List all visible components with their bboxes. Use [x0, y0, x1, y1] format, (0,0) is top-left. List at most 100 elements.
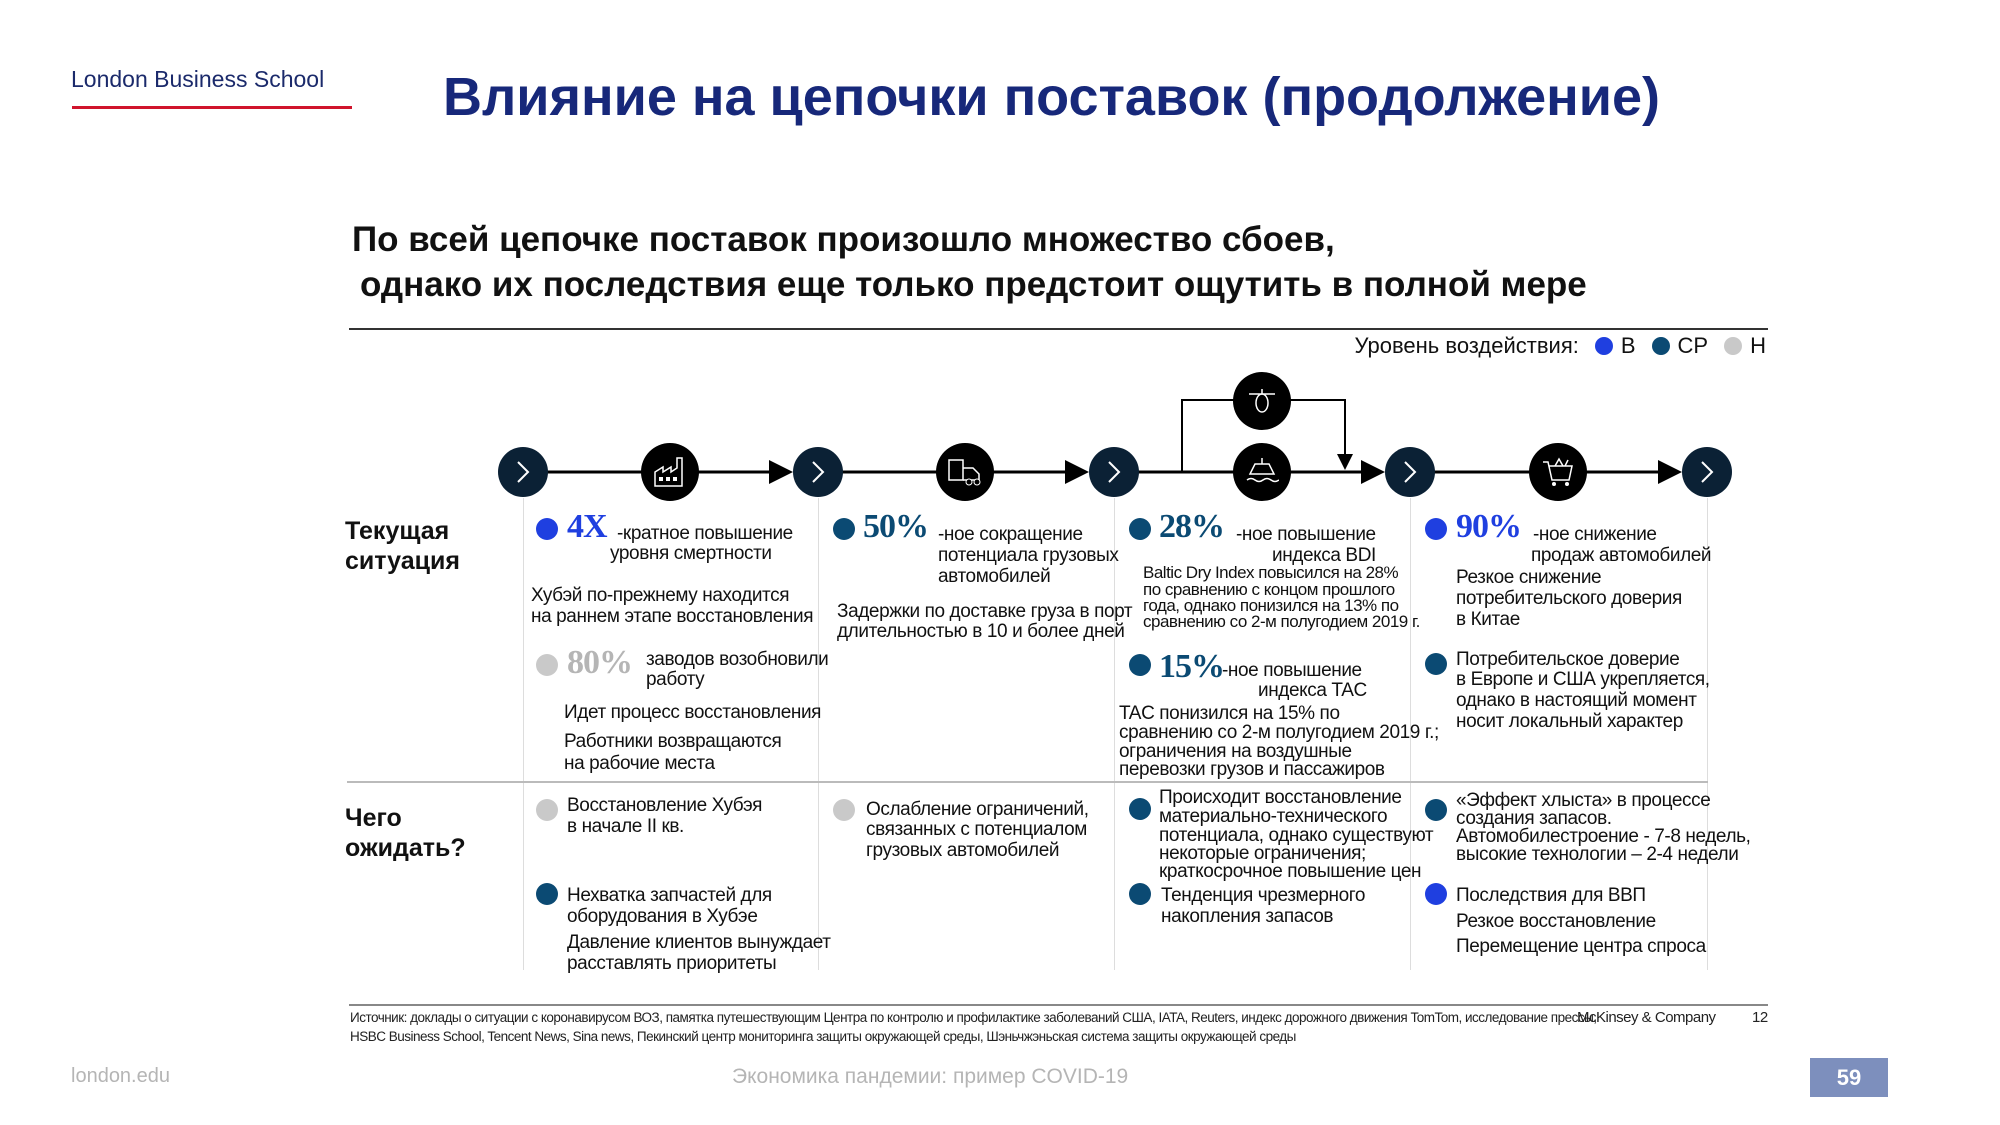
logo-underline [72, 106, 352, 109]
impact-dot-low [833, 799, 855, 821]
note: на рабочие места [564, 753, 715, 774]
impact-dot-medium [1425, 799, 1447, 821]
impact-dot-medium [1129, 883, 1151, 905]
note: Резкое восстановление [1456, 911, 1656, 932]
item: создания запасов. [1456, 808, 1612, 829]
item: Потребительское доверие [1456, 649, 1680, 670]
legend-dot-high [1594, 337, 1613, 355]
legend-low: Н [1750, 333, 1766, 358]
stat-text: индекса TAC [1258, 680, 1367, 701]
impact-dot-medium [1129, 518, 1151, 540]
note: Задержки по доставке груза в порт [837, 601, 1133, 622]
legend-high: В [1620, 333, 1636, 358]
item: высокие технологии – 2-4 недели [1456, 844, 1739, 865]
item: накопления запасов [1161, 906, 1334, 927]
note: Baltic Dry Index повысился на 28% [1143, 563, 1399, 582]
impact-dot-high [1425, 518, 1447, 540]
item: грузовых автомобилей [866, 840, 1060, 861]
note: перевозки грузов и пассажиров [1119, 759, 1385, 780]
note: потребительского доверия [1456, 588, 1682, 609]
chevron-right-icon [1108, 461, 1121, 483]
truck-icon [936, 443, 994, 501]
stat-text: уровня смертности [610, 543, 772, 564]
item: Происходит восстановление [1159, 787, 1402, 808]
note: Давление клиентов вынуждает [567, 932, 831, 953]
source-line-1: Источник: доклады о ситуации с коронавир… [350, 1010, 1597, 1025]
stat-text: -ное повышение [1222, 660, 1362, 681]
source-divider [349, 1004, 1768, 1006]
item: Нехватка запчастей для [567, 885, 772, 906]
note: длительностью в 10 и более дней [837, 621, 1125, 642]
stat-value: 4X [567, 508, 608, 545]
stat-value: 80% [567, 644, 633, 681]
stat-value: 15% [1159, 648, 1225, 685]
note: года, однако понизился на 13% по [1143, 596, 1399, 615]
item: оборудования в Хубэе [567, 906, 758, 927]
item: Тенденция чрезмерного [1161, 885, 1366, 906]
stat-text: -ное снижение [1533, 524, 1657, 545]
impact-dot-medium [833, 518, 855, 540]
impact-dot-low [536, 654, 558, 676]
impact-dot-high [1425, 883, 1447, 905]
chevron-node-1 [498, 447, 548, 497]
item: Восстановление Хубэя [567, 795, 763, 816]
slide-title: Влияние на цепочки поставок (продолжение… [443, 67, 1660, 127]
note: в Китае [1456, 609, 1520, 630]
note: по сравнению с концом прошлого [1143, 580, 1395, 599]
note: сравнению со 2-м полугодием 2019 г. [1143, 612, 1420, 631]
stat-text: заводов возобновили [646, 649, 829, 670]
row-label-expect: Чего ожидать? [345, 804, 466, 862]
impact-dot-medium [1129, 654, 1151, 676]
column-divider [818, 498, 819, 970]
chevron-node-4 [1385, 447, 1435, 497]
column-divider [1707, 498, 1708, 970]
note: Хубэй по-прежнему находится [531, 585, 790, 606]
source-line-2: HSBC Business School, Tencent News, Sina… [350, 1029, 1296, 1044]
footer-title: Экономика пандемии: пример COVID-19 [732, 1065, 1129, 1088]
legend-medium: СР [1677, 333, 1709, 358]
note: TAC понизился на 15% по [1119, 703, 1340, 724]
item: носит локальный характер [1456, 711, 1683, 732]
item: в Европе и США укрепляется, [1456, 669, 1710, 690]
item: потенциала, однако существуют [1159, 825, 1434, 846]
item: «Эффект хлыста» в процессе [1456, 790, 1711, 811]
item: материально-технического [1159, 806, 1388, 827]
impact-dot-medium [536, 883, 558, 905]
item: Автомобилестроение - 7-8 недель, [1456, 826, 1751, 847]
inner-page-number: 12 [1752, 1009, 1768, 1026]
item: некоторые ограничения; [1159, 843, 1366, 864]
row-label-current: Текущая ситуация [345, 517, 460, 575]
chevron-right-icon [1404, 461, 1417, 483]
impact-legend: Уровень воздействия: В СР Н [1355, 333, 1766, 359]
column-divider [523, 498, 524, 970]
impact-dot-medium [1129, 798, 1151, 820]
stat-text: автомобилей [938, 566, 1051, 587]
factory-icon [641, 443, 699, 501]
chevron-node-3 [1089, 447, 1139, 497]
subtitle-line-1: По всей цепочке поставок произошло множе… [352, 220, 1335, 259]
chevron-right-icon [812, 461, 825, 483]
divider [349, 328, 1768, 330]
stat-text: -ное сокращение [938, 524, 1083, 545]
chevron-right-icon [517, 461, 530, 483]
item: краткосрочное повышение цен [1159, 861, 1422, 882]
note: Идет процесс восстановления [564, 702, 822, 723]
ship-icon [1233, 443, 1291, 501]
page-number: 59 [1810, 1058, 1888, 1097]
legend-label: Уровень воздействия: [1354, 333, 1579, 358]
chevron-right-icon [1701, 461, 1714, 483]
stat-value: 50% [863, 508, 929, 545]
note: сравнению со 2-м полугодием 2019 г.; [1119, 722, 1439, 743]
legend-dot-medium [1651, 337, 1670, 355]
item: связанных с потенциалом [866, 819, 1087, 840]
stat-text: потенциала грузовых [938, 545, 1119, 566]
item: Последствия для ВВП [1456, 885, 1646, 906]
footer-site-link[interactable]: london.edu [71, 1065, 170, 1087]
note: Резкое снижение [1456, 567, 1602, 588]
lbs-logo: London Business School [71, 66, 325, 92]
impact-dot-medium [1425, 653, 1447, 675]
legend-dot-low [1724, 337, 1743, 355]
note: ограничения на воздушные [1119, 741, 1352, 762]
item: в начале II кв. [567, 816, 684, 837]
stat-value: 28% [1159, 508, 1225, 545]
